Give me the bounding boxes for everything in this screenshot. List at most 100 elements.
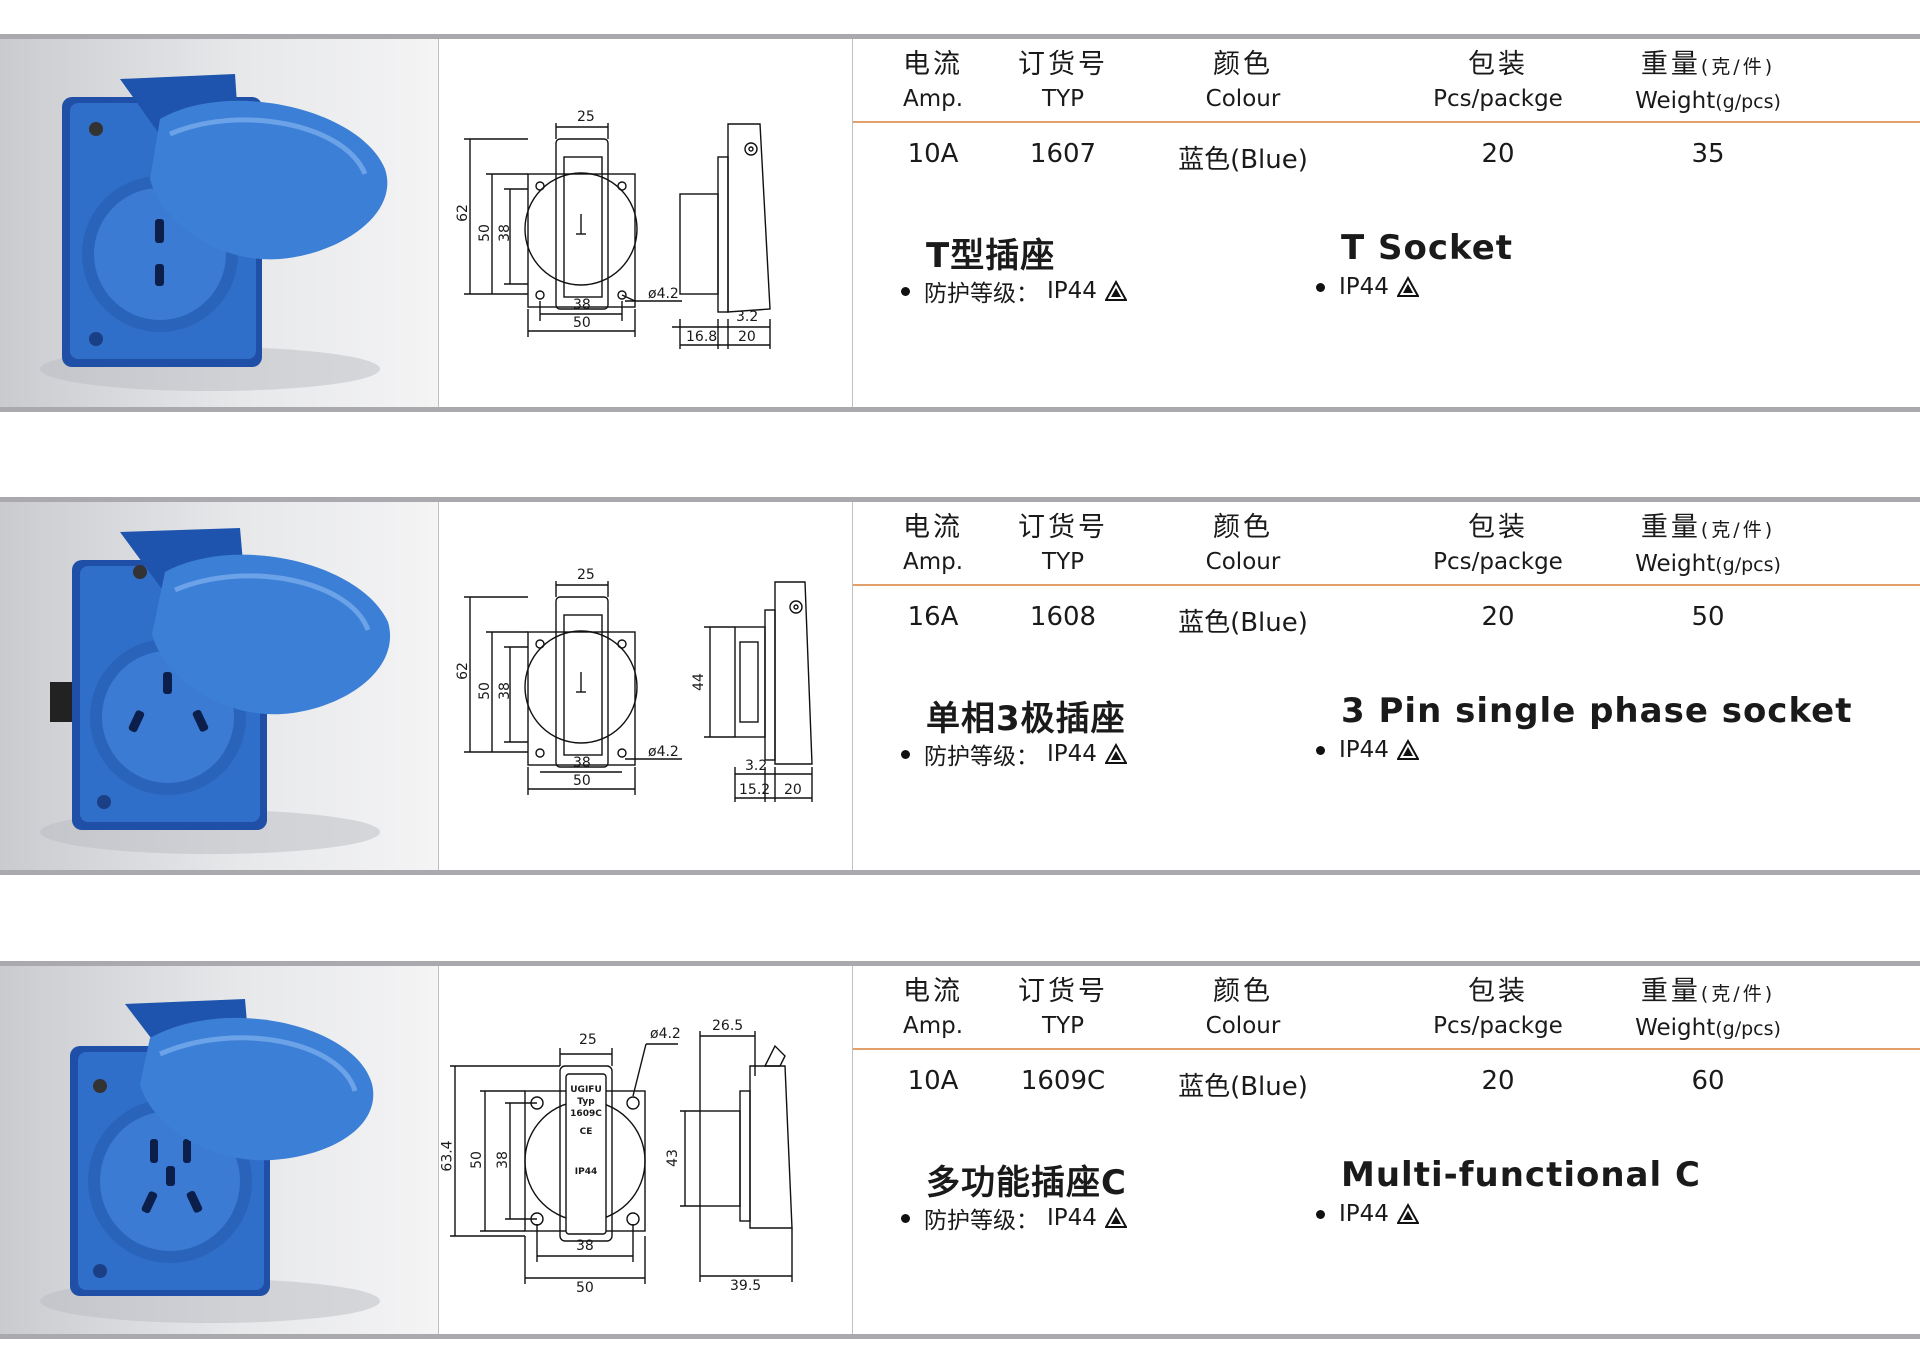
dim-h-outer: 62 [454, 662, 471, 680]
value-weight: 50 [1691, 602, 1725, 632]
value-weight: 35 [1691, 139, 1725, 169]
technical-drawing [464, 581, 813, 802]
protection-en: IP44 [1316, 274, 1419, 300]
header-underline [853, 1048, 1920, 1050]
header-weight: 重量(克/件) Weight(g/pcs) [1635, 49, 1781, 114]
warning-triangle-icon [1396, 276, 1419, 297]
value-typ: 1608 [1029, 602, 1097, 632]
divider [852, 502, 853, 870]
value-weight: 60 [1691, 1066, 1725, 1096]
dim-side-h: 43 [664, 1149, 681, 1167]
warning-triangle-icon [1104, 743, 1127, 764]
dim-w-inner: 38 [576, 1238, 594, 1254]
warning-triangle-icon [1396, 1203, 1419, 1224]
warning-triangle-icon [1104, 1207, 1127, 1228]
product-row-1607: 25 62 50 38 ø4.2 38 50 3.2 16.8 20 电流 Am… [0, 34, 1920, 412]
divider [438, 966, 439, 1334]
value-amp: 10A [907, 139, 959, 169]
warning-triangle-icon [1396, 739, 1419, 760]
value-colour: 蓝色(Blue) [1178, 608, 1308, 638]
header-pack: 包装 Pcs/packge [1433, 49, 1563, 112]
header-typ: 订货号 TYP [1018, 49, 1108, 112]
title-en: T Socket [1341, 228, 1514, 268]
title-en: 3 Pin single phase socket [1341, 691, 1853, 731]
dim-w-inner: 38 [573, 755, 591, 771]
dim-side-c: 20 [738, 329, 756, 345]
socket-label: UGIFU Typ 1609C CE IP44 [570, 1085, 602, 1177]
dim-h-inner: 38 [496, 224, 513, 242]
header-underline [853, 121, 1920, 123]
bullet-dot [901, 286, 910, 296]
title-zh: 单相3极插座 [926, 699, 1126, 739]
dim-hole: ø4.2 [648, 744, 679, 760]
socket-photo-illustration [40, 528, 391, 854]
dim-w-outer: 50 [576, 1280, 594, 1296]
dim-side-bottom: 39.5 [730, 1278, 762, 1294]
product-specs: 电流 Amp. 订货号 TYP 颜色 Colour 包装 Pcs/packge … [853, 966, 1920, 1334]
divider [852, 966, 853, 1334]
header-amp: 电流 Amp. [902, 49, 964, 112]
divider [438, 39, 439, 407]
warning-triangle-icon [1104, 280, 1127, 301]
value-amp: 10A [907, 1066, 959, 1096]
divider [852, 39, 853, 407]
dim-w-outer: 50 [573, 773, 591, 789]
dim-hole: ø4.2 [650, 1026, 681, 1042]
header-typ: 订货号 TYP [1018, 512, 1108, 575]
protection-en: IP44 [1316, 1201, 1419, 1227]
value-colour: 蓝色(Blue) [1178, 1072, 1308, 1102]
header-underline [853, 584, 1920, 586]
dim-side-b: 15.2 [739, 782, 771, 798]
header-colour: 颜色 Colour [1205, 49, 1281, 112]
socket-photo-illustration [40, 999, 380, 1323]
bullet-dot [1316, 745, 1325, 755]
title-en: Multi-functional C [1341, 1155, 1701, 1195]
product-row-1608: 25 62 50 38 ø4.2 38 50 44 3.2 15.2 20 电流… [0, 497, 1920, 875]
dim-top: 25 [577, 567, 595, 583]
header-pack: 包装 Pcs/packge [1433, 976, 1563, 1039]
protection-zh: 防护等级： IP44 [901, 274, 1127, 308]
dim-side-a: 3.2 [745, 758, 768, 774]
protection-zh: 防护等级： IP44 [901, 1201, 1127, 1235]
header-amp: 电流 Amp. [902, 512, 964, 575]
protection-zh: 防护等级： IP44 [901, 737, 1127, 771]
product-photo [0, 39, 438, 407]
bullet-dot [901, 1213, 910, 1223]
dim-h-inner: 38 [494, 1151, 511, 1169]
header-colour: 颜色 Colour [1205, 512, 1281, 575]
title-zh: T型插座 [926, 236, 1056, 276]
header-weight: 重量(克/件) Weight(g/pcs) [1635, 976, 1781, 1041]
header-typ: 订货号 TYP [1018, 976, 1108, 1039]
value-amp: 16A [907, 602, 959, 632]
value-typ: 1607 [1029, 139, 1097, 169]
product-specs: 电流 Amp. 订货号 TYP 颜色 Colour 包装 Pcs/packge … [853, 502, 1920, 870]
bullet-dot [1316, 282, 1325, 292]
dim-w-outer: 50 [573, 315, 591, 331]
header-amp: 电流 Amp. [902, 976, 964, 1039]
divider [438, 502, 439, 870]
value-pack: 20 [1481, 139, 1515, 169]
bullet-dot [1316, 1209, 1325, 1219]
dim-h-mid: 50 [468, 1151, 485, 1169]
dim-h-mid: 50 [476, 224, 493, 242]
dim-top: 25 [579, 1032, 597, 1048]
product-specs: 电流 Amp. 订货号 TYP 颜色 Colour 包装 Pcs/packge … [853, 39, 1920, 407]
header-weight: 重量(克/件) Weight(g/pcs) [1635, 512, 1781, 577]
product-photo [0, 502, 438, 870]
value-pack: 20 [1481, 1066, 1515, 1096]
dim-w-inner: 38 [573, 297, 591, 313]
dim-h-outer: 62 [454, 204, 471, 222]
dim-hole: ø4.2 [648, 286, 679, 302]
protection-en: IP44 [1316, 737, 1419, 763]
header-pack: 包装 Pcs/packge [1433, 512, 1563, 575]
technical-drawing [450, 1031, 793, 1284]
product-photo [0, 966, 438, 1334]
header-colour: 颜色 Colour [1205, 976, 1281, 1039]
dim-h-outer: 63.4 [439, 1140, 456, 1172]
dimension-drawing: 25 62 50 38 ø4.2 38 50 44 3.2 15.2 20 [440, 502, 852, 870]
dim-h-inner: 38 [496, 682, 513, 700]
dim-top: 25 [577, 109, 595, 125]
dim-h-mid: 50 [476, 682, 493, 700]
value-colour: 蓝色(Blue) [1178, 145, 1308, 175]
technical-drawing [464, 123, 771, 349]
